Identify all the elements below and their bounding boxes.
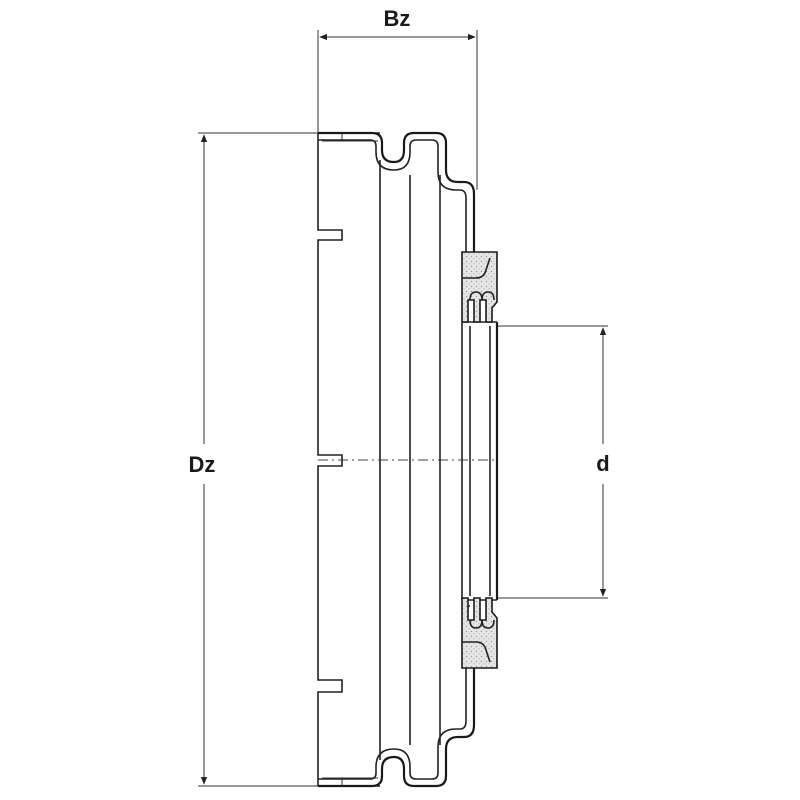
dimension-d: d	[498, 325, 610, 599]
seal-bottom-lip	[462, 641, 491, 663]
shell-profile-bottom	[318, 668, 476, 788]
seal-top-groove-1	[469, 291, 483, 301]
shell-inner-bottom	[318, 668, 467, 780]
bz-label: Bz	[384, 6, 411, 31]
dz-label: Dz	[189, 452, 216, 477]
dimension-bz: Bz	[317, 6, 478, 190]
shell-outer-bottom	[318, 668, 476, 788]
seal-bottom-body	[461, 597, 498, 669]
d-label: d	[596, 451, 609, 476]
shell-inner-top	[318, 139, 467, 262]
dimension-dz: Dz	[189, 132, 318, 787]
seal-bottom-groove-2	[481, 619, 495, 629]
shell-outer-top	[318, 131, 476, 262]
sleeve-line-1	[461, 322, 471, 607]
housing-left-edge	[317, 133, 343, 786]
inner-sleeve	[461, 321, 499, 607]
seal-top	[461, 251, 498, 323]
shell-profile-top	[318, 131, 476, 262]
seal-bottom-groove-1	[469, 619, 483, 629]
seal-bottom	[461, 597, 498, 669]
seal-top-body	[461, 251, 498, 323]
seal-top-lip	[462, 257, 491, 279]
seal-top-groove-2	[481, 291, 495, 301]
